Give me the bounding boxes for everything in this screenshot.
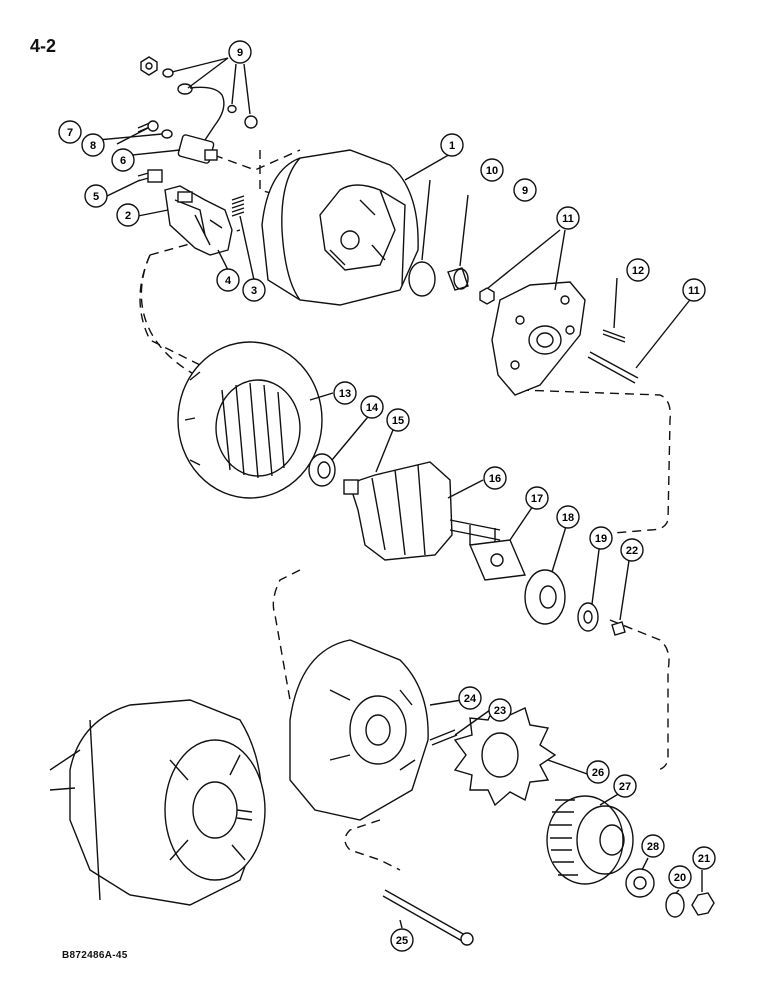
callout-8: 8 [81, 133, 105, 157]
part-25-through-bolt [382, 889, 474, 946]
reference-code: B872486A-45 [62, 950, 128, 961]
callout-14: 14 [360, 395, 384, 419]
callout-label-15: 15 [392, 415, 404, 427]
part-5-screw [137, 169, 163, 183]
callout-9-top: 9 [228, 40, 252, 64]
callout-label-9-top: 9 [237, 47, 243, 59]
part-11-nut [479, 287, 495, 305]
part-12-screw [602, 329, 626, 343]
callout-label-4: 4 [225, 275, 232, 287]
part-10-o-ring [408, 261, 436, 297]
callout-12: 12 [626, 258, 650, 282]
part-1-rear-housing [261, 149, 419, 306]
callout-26: 26 [586, 760, 610, 784]
page-number: 4-2 [30, 36, 57, 56]
callout-5: 5 [84, 184, 108, 208]
callout-21: 21 [692, 846, 716, 870]
callout-25: 25 [390, 928, 414, 952]
callout-label-6: 6 [120, 155, 126, 167]
part-9-terminal [447, 267, 469, 291]
callout-label-9: 9 [522, 185, 528, 197]
callout-27: 27 [613, 774, 637, 798]
assembly-guide-wire [199, 149, 301, 171]
part-27-pulley [546, 795, 634, 885]
part-7-8-screw-washer [137, 120, 173, 139]
part-26-fan [453, 703, 557, 807]
callout-label-14: 14 [366, 402, 379, 414]
part-9-nut-washer-top [140, 56, 258, 129]
callout-2: 2 [116, 203, 140, 227]
callout-label-16: 16 [489, 473, 501, 485]
part-3-spring [231, 195, 245, 217]
callout-13: 13 [333, 381, 357, 405]
callout-label-20: 20 [674, 872, 686, 884]
callout-label-19: 19 [595, 533, 607, 545]
callout-22: 22 [620, 538, 644, 562]
callout-label-27: 27 [619, 781, 631, 793]
callout-20: 20 [668, 865, 692, 889]
callout-label-28: 28 [647, 841, 659, 853]
callout-label-11-top: 11 [562, 213, 574, 225]
assembled-alternator-view [49, 699, 266, 906]
callout-19: 19 [589, 526, 613, 550]
part-21-nut [691, 892, 715, 916]
callout-label-12: 12 [632, 265, 644, 277]
callout-11-right: 11 [682, 278, 706, 302]
callout-label-13: 13 [339, 388, 351, 400]
callout-label-10: 10 [486, 165, 498, 177]
callout-label-21: 21 [698, 853, 710, 865]
assembly-guide-bolt [344, 819, 401, 871]
callout-28: 28 [641, 834, 665, 858]
callout-label-23: 23 [494, 705, 506, 717]
part-11-rectifier-assembly [491, 281, 586, 396]
part-18-front-bearing [524, 569, 566, 625]
callout-label-24: 24 [464, 693, 477, 705]
callout-label-17: 17 [531, 493, 543, 505]
callout-24: 24 [458, 686, 482, 710]
callout-label-11-right: 11 [688, 285, 700, 297]
assembly-guide-mid [140, 254, 671, 536]
part-15-16-rotor [343, 461, 501, 561]
callout-15: 15 [386, 408, 410, 432]
part-24-front-housing [289, 639, 429, 821]
callout-18: 18 [556, 505, 580, 529]
callout-label-18: 18 [562, 512, 574, 524]
part-14-bearing [308, 453, 336, 487]
callout-label-5: 5 [93, 191, 99, 203]
callout-10: 10 [480, 158, 504, 182]
callout-3: 3 [242, 278, 266, 302]
callout-label-1: 1 [449, 140, 455, 152]
part-6-wire-lead [177, 86, 225, 164]
callout-1: 1 [440, 133, 464, 157]
callout-label-8: 8 [90, 140, 96, 152]
callout-label-26: 26 [592, 767, 604, 779]
callout-17: 17 [525, 486, 549, 510]
assembly-guide-lower [272, 569, 670, 771]
callout-9: 9 [513, 178, 537, 202]
part-22-key [611, 621, 626, 636]
callout-11-top: 11 [556, 206, 580, 230]
callout-label-7: 7 [67, 127, 73, 139]
callout-label-22: 22 [626, 545, 638, 557]
callout-23: 23 [488, 698, 512, 722]
callout-label-2: 2 [125, 210, 131, 222]
callout-4: 4 [216, 268, 240, 292]
callout-6: 6 [111, 148, 135, 172]
callouts: 1 2 3 4 5 6 7 8 9 9 10 11 11 12 13 14 15… [58, 40, 716, 952]
callout-7: 7 [58, 120, 82, 144]
part-20-washer [665, 892, 685, 918]
part-28-sleeve [625, 868, 655, 898]
part-17-spacer-plate [468, 539, 527, 581]
part-19-spacer [577, 602, 599, 632]
callout-label-3: 3 [251, 285, 257, 297]
part-2-regulator [164, 185, 233, 256]
part-11-long-bolt [587, 351, 639, 384]
callout-16: 16 [483, 466, 507, 490]
part-23-screw [429, 729, 458, 746]
callout-label-25: 25 [396, 935, 408, 947]
part-13-stator [177, 341, 323, 499]
